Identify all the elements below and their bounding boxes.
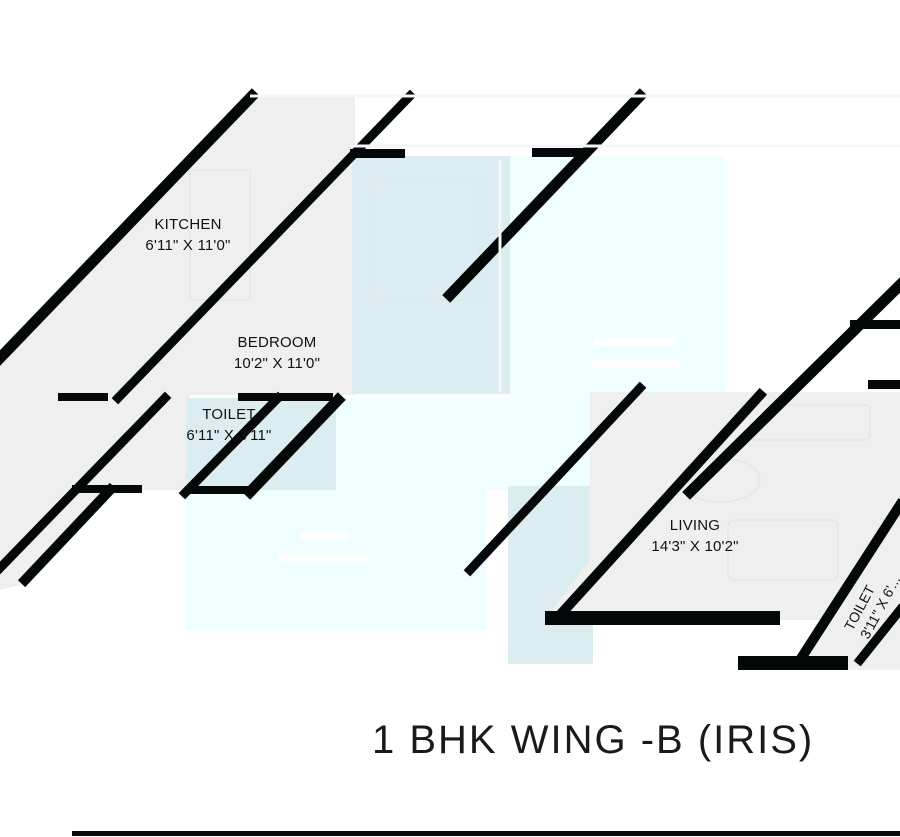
plan-title: 1 BHK WING -B (IRIS)	[372, 718, 815, 762]
wall-h-5	[72, 485, 142, 493]
walls	[0, 88, 900, 667]
wall-diagonal-3	[442, 88, 648, 303]
room-label-kitchen: KITCHEN 6'11" X 11'0"	[128, 214, 248, 256]
table-outline	[727, 519, 839, 581]
wall-diagonal-11	[793, 498, 900, 667]
room-label-living: LIVING 14'3" X 10'2"	[630, 515, 760, 557]
room-label-toilet: TOILET 6'11" X 3'11"	[174, 404, 284, 446]
room-name: BEDROOM	[237, 334, 317, 351]
living-upper-fill	[726, 392, 900, 492]
furniture-outlines	[189, 169, 871, 581]
room-label-bedroom: BEDROOM 10'2" X 11'0"	[212, 332, 342, 374]
wall-h-7	[545, 611, 780, 625]
room-fills	[0, 96, 900, 670]
bottom-rule	[72, 831, 900, 836]
wall-diagonal-6	[178, 391, 285, 500]
faint-room-dim-balcony	[592, 360, 680, 368]
room-dimensions: 6'11" X 11'0"	[145, 237, 231, 254]
passage2-cyan-fill	[336, 398, 586, 490]
room-dimensions: 14'3" X 10'2"	[651, 538, 739, 555]
wall-diagonal-1	[0, 88, 260, 366]
wall-diagonal-10	[552, 387, 768, 623]
sofa-outline	[749, 404, 871, 441]
counter-outline	[189, 169, 251, 301]
room-dimensions: 6'11" X 3'11"	[186, 427, 272, 444]
faint-room-label-balcony	[594, 338, 676, 346]
wall-diagonal-4	[682, 277, 900, 500]
room-name: TOILET	[202, 406, 256, 423]
wall-h-10	[850, 320, 900, 329]
wall-h-9	[868, 380, 900, 389]
wall-segments	[58, 148, 900, 670]
room-name: LIVING	[669, 517, 721, 534]
room-dimensions: 10'2" X 11'0"	[233, 355, 321, 372]
faint-room-label-passage	[300, 532, 350, 540]
wall-diagonal-5	[0, 391, 172, 575]
wall-h-8	[738, 656, 848, 670]
wall-h-2	[532, 148, 587, 157]
room-name: KITCHEN	[154, 216, 222, 233]
wall-h-3	[58, 393, 108, 401]
kitchen-bedroom-fill	[0, 96, 355, 395]
thin-walls	[250, 94, 900, 392]
wall-diagonal-7	[242, 392, 346, 500]
bed-outline	[369, 179, 481, 301]
wall-h-4	[238, 393, 333, 401]
wall-diagonal-9	[463, 381, 647, 577]
bedroom-cyan-fill	[352, 156, 510, 394]
wall-h-1	[350, 149, 405, 158]
wall-diagonal-12	[853, 603, 900, 667]
wall-diagonal-8	[17, 482, 118, 588]
faint-room-dim-passage	[278, 553, 368, 561]
wall-h-6	[185, 486, 250, 494]
